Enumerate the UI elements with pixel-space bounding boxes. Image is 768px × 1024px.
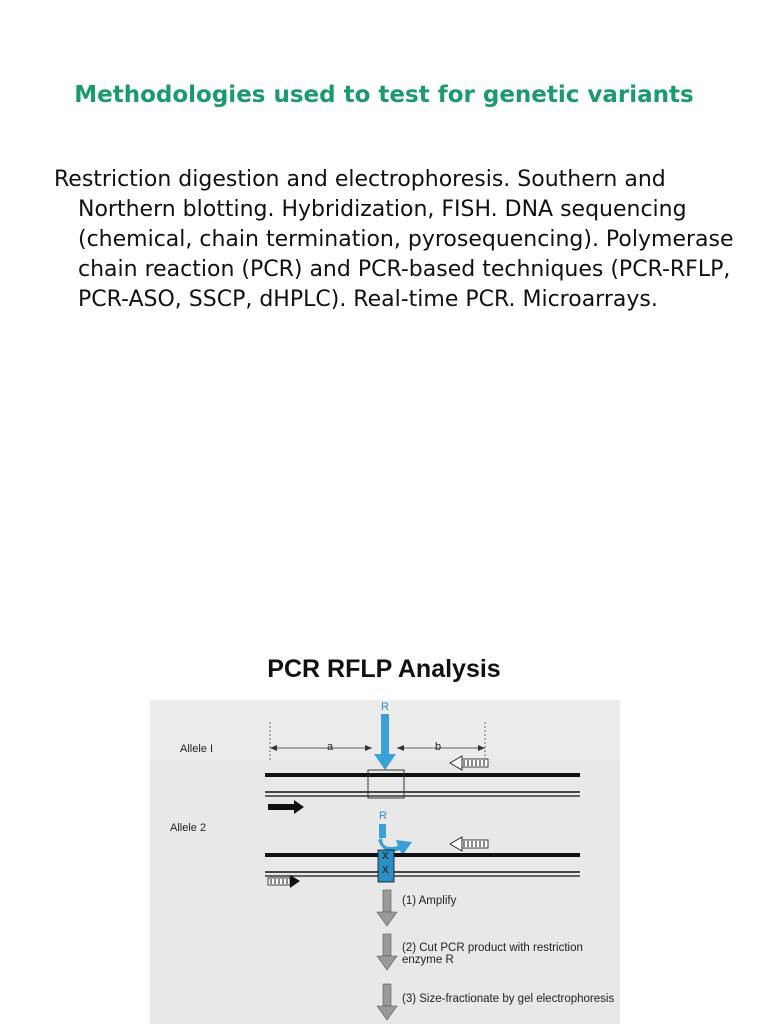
allele1-label: Allele I (180, 743, 214, 755)
pcr-rflp-figure: Allele I Allele 2 R R a b X X (1) Amplif… (150, 700, 620, 1024)
mutation-box (377, 849, 395, 883)
segment-a-label: a (327, 741, 334, 753)
enzyme-arrow-1 (381, 714, 389, 756)
mutation-mark-1: X (382, 851, 389, 862)
methods-paragraph: Restriction digestion and electrophoresi… (54, 167, 734, 312)
site-label-allele2: R (379, 810, 387, 822)
figure-diagram (150, 700, 620, 1024)
slide-title: Methodologies used to test for genetic v… (74, 82, 694, 108)
step-fractionate: (3) Size-fractionate by gel electrophore… (402, 993, 615, 1005)
mutation-mark-2: X (382, 865, 389, 876)
segment-b-label: b (435, 741, 442, 753)
allele2-label: Allele 2 (170, 822, 207, 834)
step-amplify: (1) Amplify (402, 895, 457, 907)
figure-title: PCR RFLP Analysis (267, 655, 501, 683)
site-label-allele1: R (381, 701, 389, 713)
enzyme-arrow-2 (378, 838, 412, 856)
step-cut: (2) Cut PCR product with restriction enz… (402, 942, 583, 966)
